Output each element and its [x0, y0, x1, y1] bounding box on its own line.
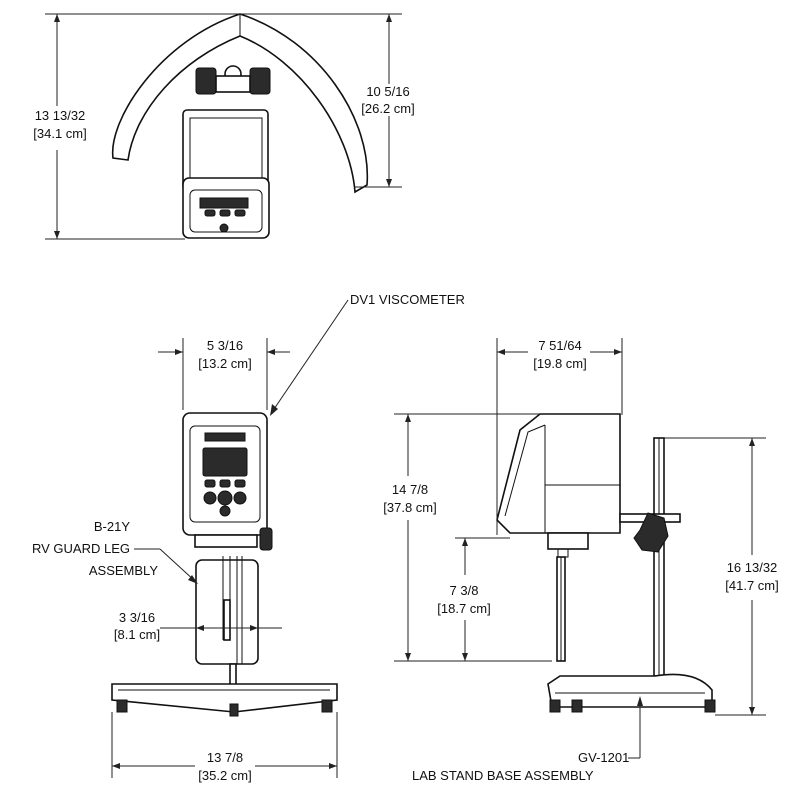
base-dim: 13 7/8: [207, 750, 243, 765]
guard-label-line2: RV GUARD LEG: [32, 541, 130, 556]
front-stand-base: [111, 683, 338, 713]
top-left-knob: [195, 67, 217, 95]
side-stand-dim-metric: [41.7 cm]: [725, 578, 778, 593]
guard-dim: 3 3/16: [119, 610, 155, 625]
top-view: 13 13/32 [34.1 cm] 10 5/16 [26.2 cm]: [33, 13, 415, 240]
side-low-dim-metric: [18.7 cm]: [437, 601, 490, 616]
top-depth-dim: 10 5/16: [366, 84, 409, 99]
side-height-dim: 14 7/8: [392, 482, 428, 497]
top-height-dim: 13 13/32: [35, 108, 86, 123]
top-display: [199, 197, 249, 209]
side-height-dim-metric: [37.8 cm]: [383, 500, 436, 515]
base-dim-metric: [35.2 cm]: [198, 768, 251, 783]
front-view: DV1 VISCOMETER: [32, 292, 465, 783]
side-head-housing: [496, 413, 621, 534]
side-view: GV-1201 LAB STAND BASE ASSEMBLY 7 51/64 …: [383, 338, 779, 783]
top-power-button: [219, 223, 229, 233]
front-title: DV1 VISCOMETER: [350, 292, 465, 307]
side-width-dim-metric: [19.8 cm]: [533, 356, 586, 371]
guard-dim-metric: [8.1 cm]: [114, 627, 160, 642]
side-stand-base: [547, 673, 713, 708]
side-stand-dim: 16 13/32: [727, 560, 778, 575]
side-width-dim: 7 51/64: [538, 338, 581, 353]
top-right-knob: [249, 67, 271, 95]
base-label-line2: LAB STAND BASE ASSEMBLY: [412, 768, 594, 783]
base-label-line1: GV-1201: [578, 750, 629, 765]
front-display: [202, 447, 248, 477]
top-height-dim-metric: [34.1 cm]: [33, 126, 86, 141]
front-clamp-knob: [259, 527, 273, 551]
front-width-dim: 5 3/16: [207, 338, 243, 353]
front-width-dim-metric: [13.2 cm]: [198, 356, 251, 371]
top-depth-dim-metric: [26.2 cm]: [361, 101, 414, 116]
guard-label-line3: ASSEMBLY: [89, 563, 158, 578]
guard-label-line1: B-21Y: [94, 519, 130, 534]
side-clamp-knob: [633, 512, 669, 553]
top-arch-guard: [111, 13, 369, 194]
side-low-dim: 7 3/8: [450, 583, 479, 598]
